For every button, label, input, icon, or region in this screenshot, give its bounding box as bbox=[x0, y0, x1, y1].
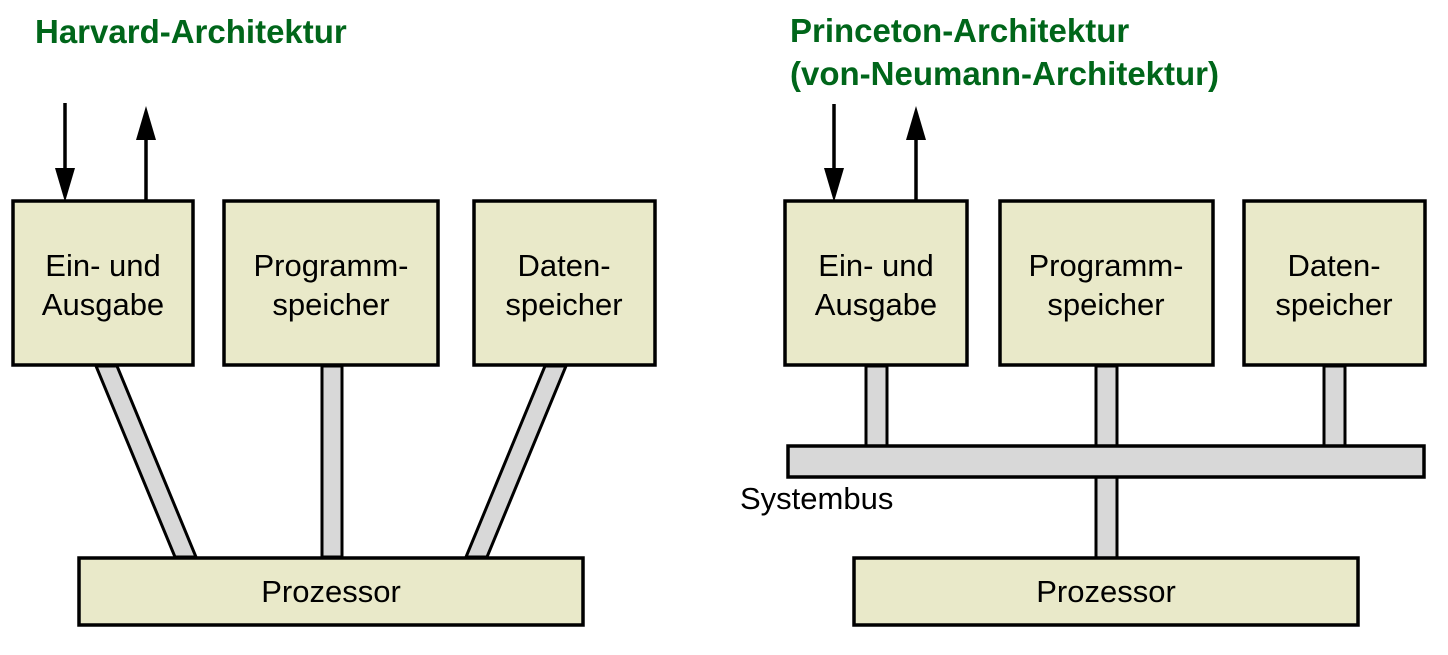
princeton-block-io: Ein- und Ausgabe bbox=[783, 199, 969, 367]
princeton-output-arrow bbox=[906, 106, 926, 201]
harvard-io-label-line2: Ausgabe bbox=[42, 287, 164, 322]
princeton-connector-program-memory bbox=[1094, 364, 1119, 450]
harvard-program-memory-label-line1: Programm- bbox=[253, 248, 408, 283]
harvard-connector-io bbox=[93, 364, 199, 559]
princeton-system-bus bbox=[786, 444, 1426, 479]
harvard-connector-data-memory bbox=[463, 364, 569, 559]
harvard-block-io: Ein- und Ausgabe bbox=[11, 199, 195, 367]
princeton-program-memory-label-line1: Programm- bbox=[1028, 248, 1183, 283]
harvard-connector-program-memory bbox=[320, 364, 344, 559]
princeton-data-memory-label-line2: speicher bbox=[1275, 287, 1392, 322]
harvard-data-memory-label-line2: speicher bbox=[505, 287, 622, 322]
harvard-block-program-memory: Programm- speicher bbox=[222, 199, 440, 367]
harvard-block-data-memory: Daten- speicher bbox=[472, 199, 657, 367]
harvard-input-arrow bbox=[55, 103, 75, 202]
princeton-processor-label: Prozessor bbox=[1036, 574, 1176, 609]
princeton-block-program-memory: Programm- speicher bbox=[998, 199, 1215, 367]
harvard-io-label-line1: Ein- und bbox=[45, 248, 160, 283]
panel-princeton: Princeton-Architektur (von-Neumann-Archi… bbox=[740, 12, 1427, 627]
harvard-data-memory-label-line1: Daten- bbox=[517, 248, 610, 283]
harvard-processor-label: Prozessor bbox=[261, 574, 401, 609]
princeton-title-line2: (von-Neumann-Architektur) bbox=[790, 55, 1219, 92]
princeton-system-bus-label: Systembus bbox=[740, 481, 893, 516]
princeton-io-label-line1: Ein- und bbox=[818, 248, 933, 283]
princeton-block-data-memory: Daten- speicher bbox=[1242, 199, 1427, 367]
princeton-data-memory-label-line1: Daten- bbox=[1287, 248, 1380, 283]
princeton-connector-processor bbox=[1094, 472, 1119, 562]
harvard-title: Harvard-Architektur bbox=[35, 13, 347, 50]
princeton-title-line1: Princeton-Architektur bbox=[790, 12, 1129, 49]
harvard-program-memory-label-line2: speicher bbox=[272, 287, 389, 322]
princeton-block-processor: Prozessor bbox=[852, 556, 1360, 627]
princeton-io-label-line2: Ausgabe bbox=[815, 287, 937, 322]
princeton-input-arrow bbox=[824, 104, 844, 202]
harvard-block-processor: Prozessor bbox=[77, 556, 585, 627]
panel-harvard: Harvard-Architektur Ein- und Ausgab bbox=[11, 13, 657, 627]
harvard-output-arrow bbox=[136, 106, 156, 201]
princeton-connector-data-memory bbox=[1322, 364, 1347, 450]
princeton-connector-io bbox=[864, 364, 889, 450]
princeton-program-memory-label-line2: speicher bbox=[1047, 287, 1164, 322]
